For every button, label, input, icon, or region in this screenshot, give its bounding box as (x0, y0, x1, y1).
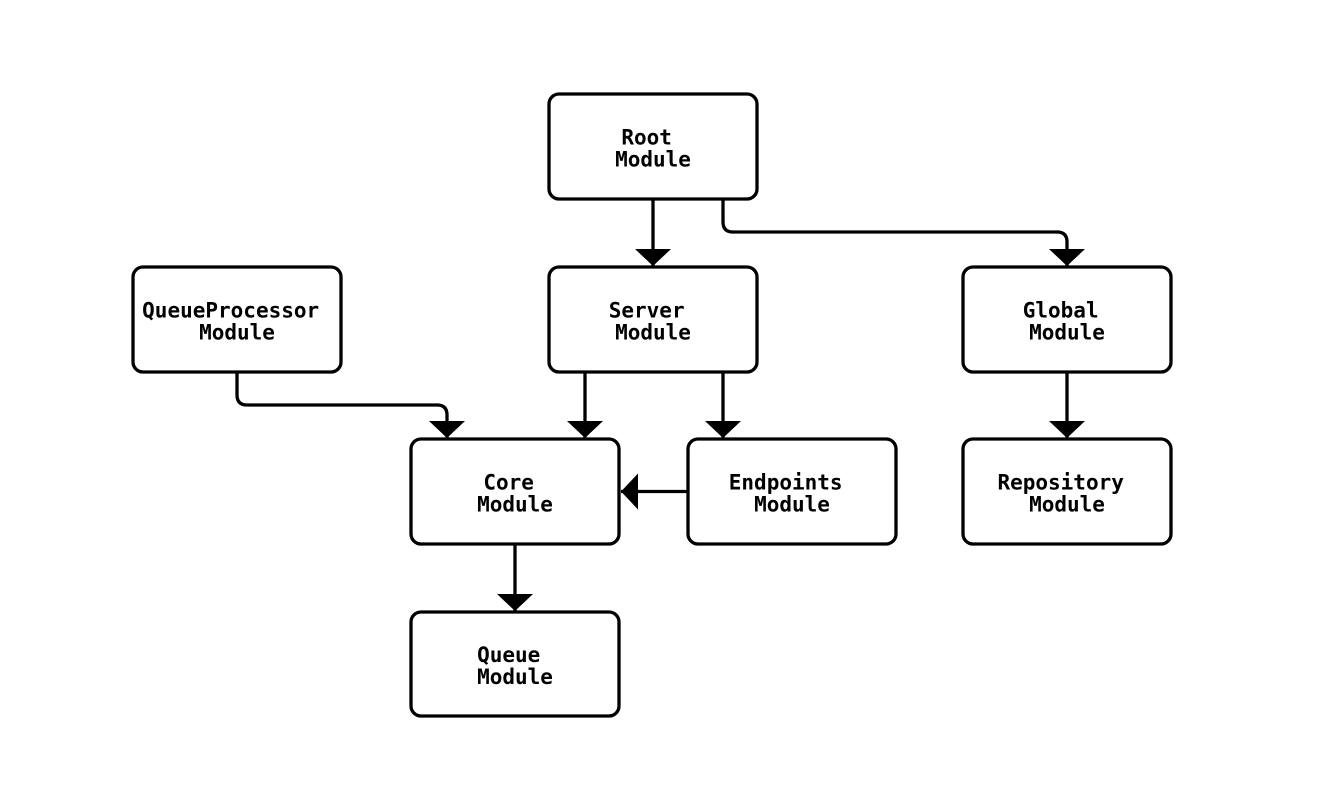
node-endpoints-module-label: Endpoints Module (729, 471, 855, 517)
node-server-module-label: Server Module (609, 299, 698, 345)
node-server-module-box (547, 265, 759, 374)
node-core-module: Core Module (409, 437, 621, 546)
node-endpoints-module-box (686, 437, 898, 546)
node-global-module: Global Module (961, 265, 1173, 374)
edge-root-to-global (721, 199, 1085, 266)
node-root-module: Root Module (547, 92, 759, 201)
node-queueprocessor-module: QueueProcessor Module (131, 265, 343, 374)
node-queue-module-label: Queue Module (477, 643, 553, 689)
node-repository-module: Repository Module (961, 437, 1173, 546)
node-root-module-label: Root Module (615, 126, 691, 172)
node-core-module-label: Core Module (477, 471, 553, 517)
node-server-module: Server Module (547, 265, 759, 374)
node-queue-module-box (409, 610, 621, 718)
node-global-module-box (961, 265, 1173, 374)
node-repository-module-box (961, 437, 1173, 546)
node-queue-module: Queue Module (409, 610, 621, 718)
node-queueprocessor-module-box (131, 265, 343, 374)
node-repository-module-label: Repository Module (997, 471, 1136, 517)
node-global-module-label: Global Module (1023, 299, 1112, 345)
node-endpoints-module: Endpoints Module (686, 437, 898, 546)
node-core-module-box (409, 437, 621, 546)
edge-queueprocessor-to-core (235, 372, 465, 438)
node-root-module-box (547, 92, 759, 201)
node-queueprocessor-module-label: QueueProcessor Module (142, 299, 332, 345)
